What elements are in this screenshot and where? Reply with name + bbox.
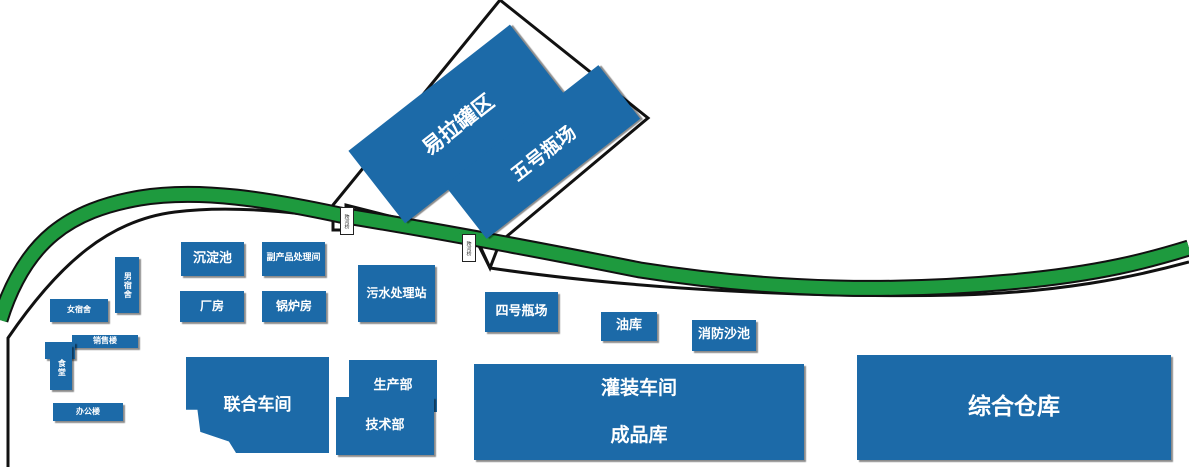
building-zonghe-label: 综合仓库 [968,393,1060,420]
building-guanzhuang: 灌装车间 成品库 [474,364,804,460]
building-sihao: 四号瓶场 [485,292,558,332]
building-wushui: 污水处理站 [358,265,435,322]
building-chendianchi-label: 沉淀池 [192,250,232,266]
building-bangonglou: 办公楼 [53,403,123,421]
building-fuchanpin-label: 副产品处理间 [266,253,321,264]
building-nvsushe-label: 女宿舍 [67,305,91,315]
building-xiaofang: 消防沙池 [692,320,756,351]
building-lianhe-label: 联合车间 [223,394,292,415]
building-lianhe: 联合车间 [186,357,329,453]
building-changfang: 厂房 [180,291,244,322]
building-guolufang: 锅炉房 [262,291,326,322]
bridge-right: 跨河桥 [462,234,476,262]
building-jishu: 技术部 [336,397,434,455]
building-chendianchi: 沉淀池 [181,242,244,276]
building-youku: 油库 [601,312,657,341]
building-xiaofang-label: 消防沙池 [697,327,750,343]
building-changfang-label: 厂房 [199,298,224,313]
building-shitang: 食堂 [50,345,72,390]
building-nansushe: 男宿舍 [115,257,139,313]
building-xiaoshou: 销售楼 [72,335,138,348]
building-fuchanpin: 副产品处理间 [262,242,325,276]
building-nansushe-label: 男宿舍 [123,271,133,299]
river-fill [0,187,1189,322]
main-plot-boundary [6,207,1189,467]
building-guanzhuang-label: 灌装车间 [600,377,677,400]
building-wushui-label: 污水处理站 [366,285,427,300]
building-shengchan-label: 生产部 [373,377,413,393]
bridge-left: 跨河桥 [340,207,354,235]
building-nvsushe: 女宿舍 [50,299,108,322]
building-bangonglou-label: 办公楼 [76,406,100,416]
building-shitang-label: 食堂 [57,358,67,377]
building-xiaoshou-label: 销售楼 [93,336,117,346]
building-zonghe: 综合仓库 [857,355,1171,460]
building-jishu-label: 技术部 [365,417,405,433]
building-chengpin-label: 成品库 [610,424,668,446]
building-sihao-label: 四号瓶场 [495,303,548,319]
building-youku-label: 油库 [615,318,642,334]
building-guolufang-label: 锅炉房 [275,298,312,313]
